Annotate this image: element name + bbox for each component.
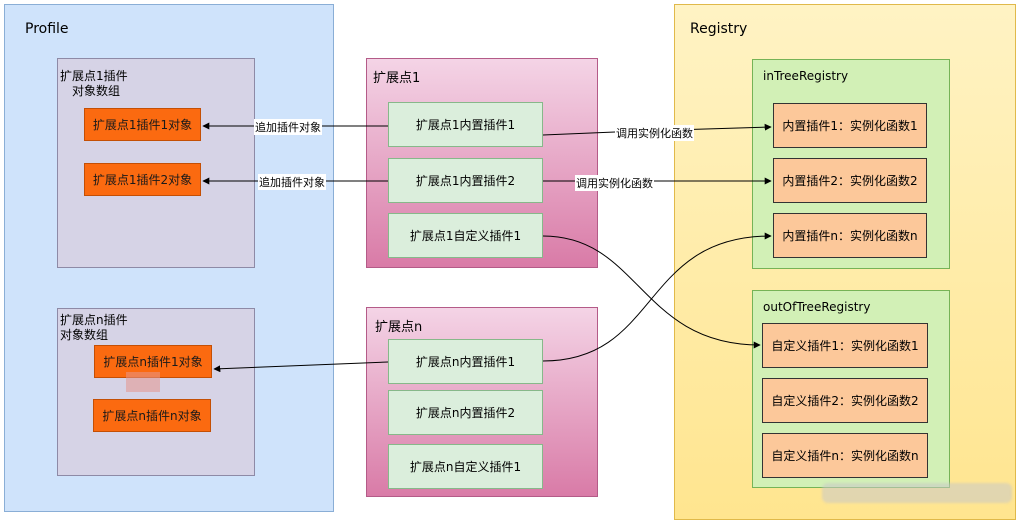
in-tree-entry-2: 内置插件2：实例化函数2 (773, 158, 927, 203)
edge-label-call-2: 调用实例化函数 (575, 175, 654, 191)
in-tree-registry-title: inTreeRegistry (763, 69, 849, 83)
edge-append-n (213, 361, 389, 373)
edge-extn-to-intree (542, 232, 772, 362)
registry-title: Registry (690, 21, 748, 37)
edge-custom-to-outoftree (542, 235, 761, 349)
out-of-tree-entry-1: 自定义插件1：实例化函数1 (762, 323, 928, 368)
group-label-line1: 扩展点n插件 (60, 313, 128, 327)
edge-label-call-1: 调用实例化函数 (615, 125, 694, 141)
ext1-builtin-plugin-2: 扩展点1内置插件2 (388, 158, 543, 203)
group-label-line2: 对象数组 (60, 328, 109, 342)
out-of-tree-entry-2: 自定义插件2：实例化函数2 (762, 378, 928, 423)
plugin-object-1-2: 扩展点1插件2对象 (84, 163, 201, 196)
in-tree-entry-1: 内置插件1：实例化函数1 (773, 103, 927, 148)
out-of-tree-registry-title: outOfTreeRegistry (763, 300, 871, 314)
blurred-watermark (822, 483, 1012, 503)
blur-smudge (126, 372, 160, 392)
ext1-custom-plugin-1: 扩展点1自定义插件1 (388, 213, 543, 258)
edge-label-append-1: 追加插件对象 (254, 119, 322, 135)
extn-title: 扩展点n (375, 320, 423, 335)
ext1-builtin-plugin-1: 扩展点1内置插件1 (388, 102, 543, 147)
profile-group-extn: 扩展点n插件 对象数组 (57, 308, 255, 476)
ext1-title: 扩展点1 (373, 71, 421, 86)
in-tree-entry-n: 内置插件n：实例化函数n (773, 213, 927, 258)
extn-custom-plugin-1: 扩展点n自定义插件1 (388, 444, 543, 489)
profile-title: Profile (25, 21, 69, 37)
plugin-object-n-1: 扩展点n插件1对象 (94, 345, 212, 378)
extn-builtin-plugin-2: 扩展点n内置插件2 (388, 390, 543, 435)
plugin-object-1-1: 扩展点1插件1对象 (84, 108, 201, 141)
edge-label-append-2: 追加插件对象 (258, 174, 326, 190)
plugin-object-n-n: 扩展点n插件n对象 (93, 399, 211, 432)
group-label-line1: 扩展点1插件 (60, 69, 128, 83)
extn-builtin-plugin-1: 扩展点n内置插件1 (388, 339, 543, 384)
group-label-line2: 对象数组 (72, 84, 121, 98)
group-label: 扩展点1插件 对象数组 (60, 69, 128, 99)
out-of-tree-entry-n: 自定义插件n：实例化函数n (762, 433, 928, 478)
group-label: 扩展点n插件 对象数组 (60, 313, 128, 343)
